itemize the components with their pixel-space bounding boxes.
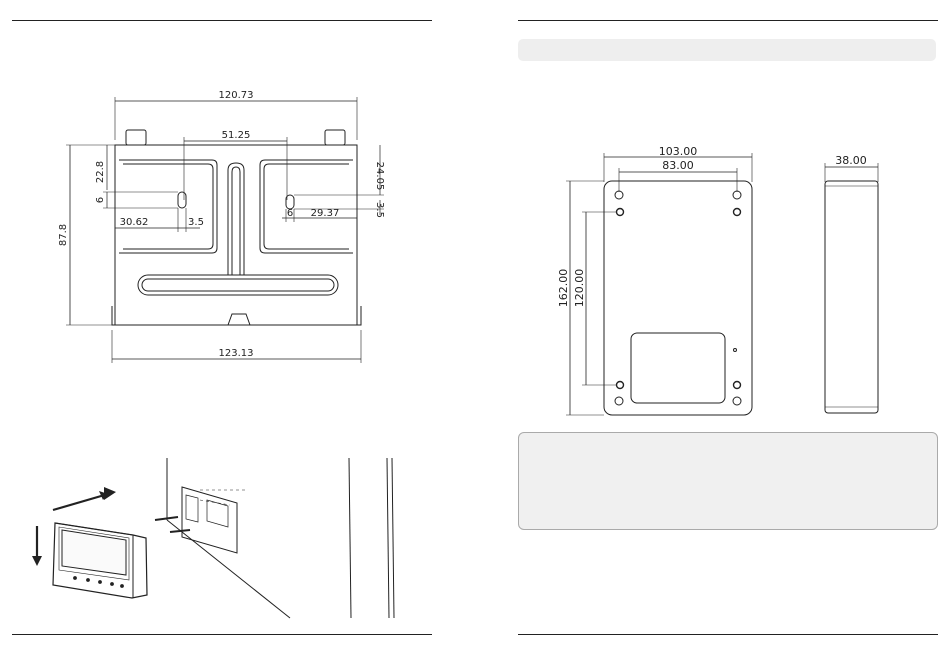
dim-hole-height: 120.00	[573, 269, 586, 308]
dim-outer-width: 103.00	[659, 145, 698, 158]
dim-depth: 38.00	[835, 154, 867, 167]
dim-hole-spacing: 83.00	[662, 159, 694, 172]
dim-outer-height: 162.00	[557, 269, 570, 308]
